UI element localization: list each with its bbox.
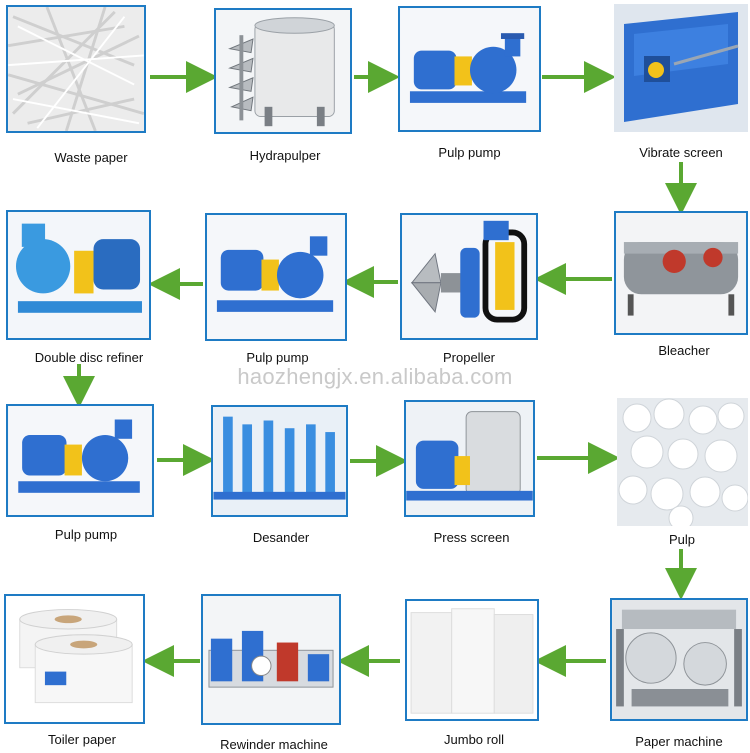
- desander-label: Desander: [252, 530, 310, 545]
- hydrapulper-image: [214, 8, 352, 134]
- jumbo-roll-image: [405, 599, 539, 721]
- pulp-pump-1-image: [398, 6, 541, 132]
- double-disc-refiner-label: Double disc refiner: [34, 350, 144, 365]
- pulp-pump-2-image: [205, 213, 347, 341]
- press-screen-image: [404, 400, 535, 517]
- pulp-pump-3-label: Pulp pump: [54, 527, 118, 542]
- double-disc-refiner-image: [6, 210, 151, 340]
- toilet-paper-label: Toiler paper: [48, 732, 116, 747]
- propeller-image: [400, 213, 538, 340]
- pulp-pump-2-label: Pulp pump: [246, 350, 309, 365]
- jumbo-roll-label: Jumbo roll: [444, 732, 504, 747]
- bleacher-label: Bleacher: [658, 343, 710, 358]
- hydrapulper-label: Hydrapulper: [249, 148, 321, 163]
- bleacher-image: [614, 211, 748, 335]
- pulp-pump-1-label: Pulp pump: [438, 145, 501, 160]
- desander-image: [211, 405, 348, 517]
- pulp-pump-3-image: [6, 404, 154, 517]
- watermark: haozhengjx.en.alibaba.com: [237, 364, 513, 389]
- paper-machine-image: [610, 598, 748, 721]
- rewinder-machine-label: Rewinder machine: [220, 737, 328, 752]
- propeller-label: Propeller: [442, 350, 496, 365]
- toilet-paper-image: [4, 594, 145, 724]
- pulp-label: Pulp: [668, 532, 696, 547]
- pulp-image: [617, 398, 748, 526]
- vibrate-screen-image: [614, 4, 748, 132]
- waste-paper-image: [6, 5, 146, 133]
- press-screen-label: Press screen: [433, 530, 510, 545]
- rewinder-machine-image: [201, 594, 341, 725]
- vibrate-screen-label: Vibrate screen: [639, 145, 723, 160]
- waste-paper-label: Waste paper: [54, 150, 128, 165]
- paper-machine-label: Paper machine: [635, 734, 723, 749]
